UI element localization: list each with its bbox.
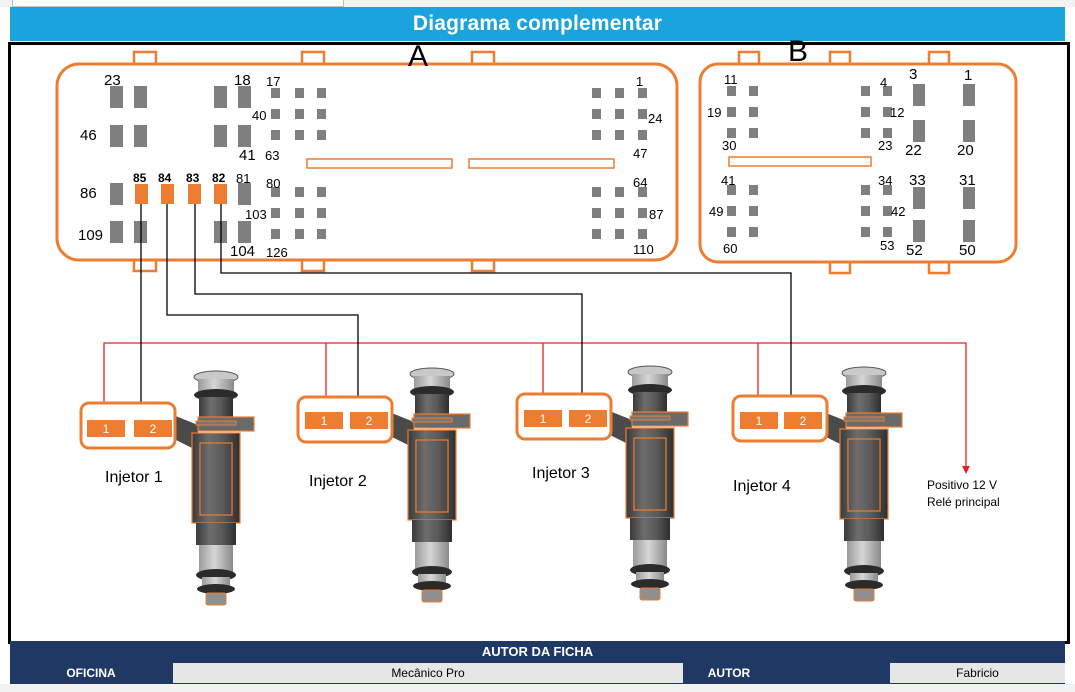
pin-label-b-50: 50 [959, 242, 976, 259]
injector-2-pin-2: 2 [366, 414, 373, 428]
pin-label-a-86: 86 [80, 185, 97, 202]
pin-label-b-49: 49 [709, 204, 723, 219]
pin-label-a-1: 1 [636, 74, 643, 89]
pin-label-a-126: 126 [266, 245, 288, 260]
oficina-value: Mecânico Pro [173, 663, 683, 683]
pin-label-a-18: 18 [234, 72, 251, 89]
connector-a-label: A [408, 40, 428, 73]
pin-label-a-83: 83 [186, 171, 200, 185]
injector-3-pin-1: 1 [540, 412, 547, 426]
injector-2-pin-1: 1 [321, 414, 328, 428]
pin-label-a-23: 23 [104, 72, 121, 89]
injector-1-pin-2: 2 [150, 422, 157, 436]
injector-4-label: Injetor 4 [733, 478, 791, 495]
injector-1-pin-1: 1 [103, 422, 110, 436]
connector-b: B 11 19 30 41 49 60 4 [698, 35, 1018, 275]
footer-row: OFICINA Mecânico Pro AUTOR Fabricio [10, 662, 1065, 684]
power-label-2: Relé principal [927, 495, 1000, 509]
injector-4-pin-1: 1 [756, 414, 763, 428]
pin-label-a-46: 46 [80, 127, 97, 144]
pin-label-a-85: 85 [133, 171, 147, 185]
autor-value: Fabricio [890, 663, 1065, 683]
pin-label-a-104: 104 [230, 243, 255, 260]
injector-3-connector: 1 2 [515, 392, 613, 441]
pin-label-b-52: 52 [906, 242, 923, 259]
page-title: Diagrama complementar [10, 7, 1065, 41]
injector-3-pin-2: 2 [585, 412, 592, 426]
injector-4-pin-2: 2 [800, 414, 807, 428]
pin-label-b-4: 4 [880, 75, 887, 90]
connector-b-label: B [788, 35, 808, 68]
pin-label-b-22: 22 [905, 142, 922, 159]
injector-4-connector: 1 2 [731, 394, 829, 443]
footer-title: AUTOR DA FICHA [10, 641, 1065, 662]
pin-label-a-81: 81 [236, 171, 250, 186]
pin-label-b-41: 41 [721, 173, 735, 188]
pin-label-b-53: 53 [880, 238, 894, 253]
pin-label-a-87: 87 [649, 207, 663, 222]
pin-label-a-109: 109 [78, 227, 103, 244]
injector-3-label: Injetor 3 [532, 465, 590, 482]
pin-label-b-31: 31 [959, 172, 976, 189]
pin-label-b-3: 3 [909, 66, 917, 83]
pin-label-a-84: 84 [158, 171, 172, 185]
injector-2-connector: 1 2 [296, 395, 394, 444]
bottom-strip [0, 684, 1075, 692]
injector-1-connector: 1 2 [79, 401, 177, 450]
connector-a: A [55, 40, 679, 273]
pin-label-b-42: 42 [891, 204, 905, 219]
pin-label-a-41: 41 [239, 147, 256, 164]
pin-label-a-110: 110 [633, 242, 654, 257]
pin-label-b-1: 1 [964, 67, 972, 84]
pin-label-b-60: 60 [723, 241, 737, 256]
top-strip [0, 0, 1075, 7]
pin-label-a-64: 64 [633, 175, 647, 190]
pin-label-a-40: 40 [252, 108, 266, 123]
pin-label-a-17: 17 [266, 74, 280, 89]
pin-label-a-82: 82 [212, 171, 226, 185]
pin-label-a-24: 24 [648, 111, 662, 126]
pin-label-b-33: 33 [909, 172, 926, 189]
pin-label-a-103: 103 [245, 207, 267, 222]
injector-2-label: Injetor 2 [309, 473, 367, 490]
pin-label-b-23: 23 [878, 138, 892, 153]
injector-1-label: Injetor 1 [105, 469, 163, 486]
pin-label-a-63: 63 [265, 148, 279, 163]
power-arrow [962, 466, 970, 474]
pin-label-b-19: 19 [707, 105, 721, 120]
signal-wires [140, 204, 792, 419]
oficina-label: OFICINA [66, 666, 116, 680]
pin-label-a-47: 47 [633, 146, 647, 161]
pin-label-a-80: 80 [266, 176, 280, 191]
autor-label: AUTOR [707, 666, 751, 680]
pin-label-b-34: 34 [878, 173, 892, 188]
sheet-tab [12, 0, 344, 7]
power-label-1: Positivo 12 V [927, 478, 997, 492]
pin-label-b-30: 30 [722, 138, 736, 153]
pin-label-b-20: 20 [957, 142, 974, 159]
pin-label-b-12: 12 [890, 105, 904, 120]
pin-label-b-11: 11 [724, 72, 738, 87]
